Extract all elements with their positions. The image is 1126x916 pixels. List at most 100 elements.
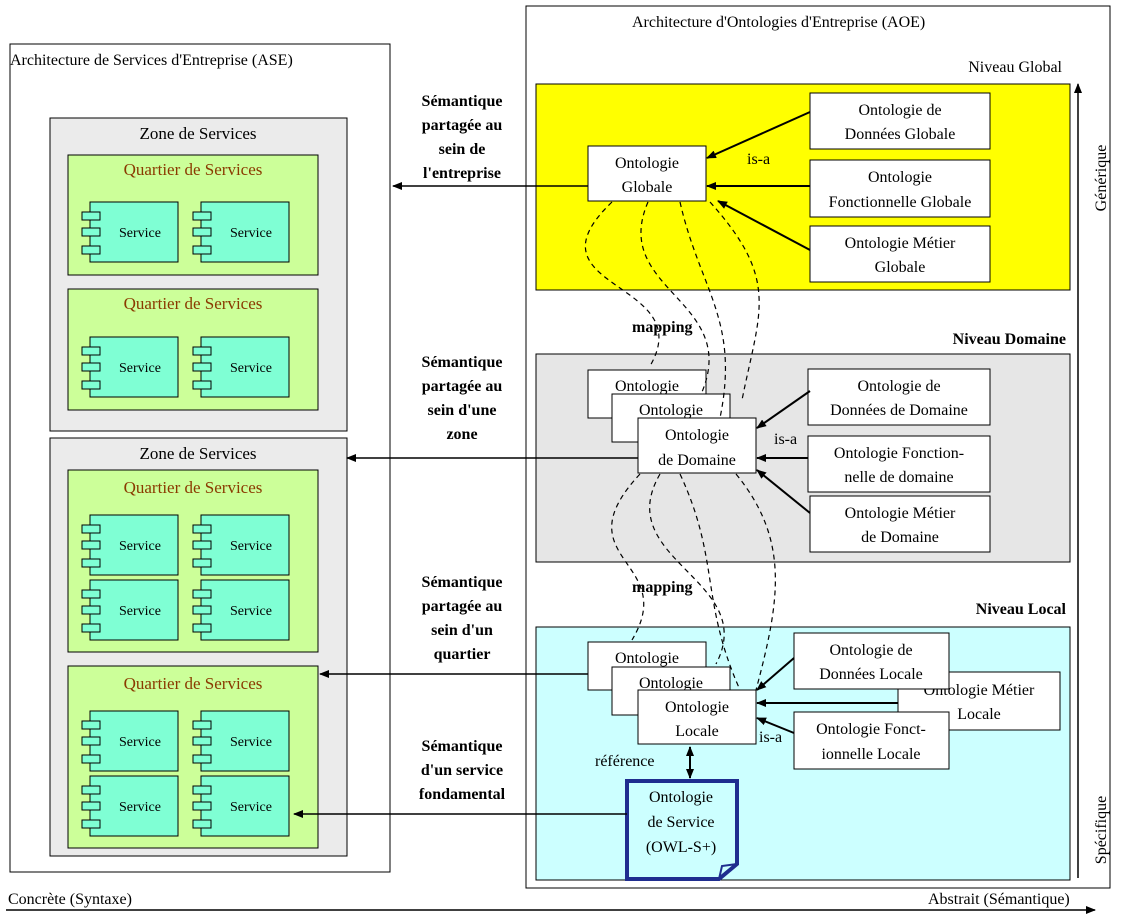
component-port-icon bbox=[81, 736, 101, 746]
svg-text:Globale: Globale bbox=[875, 259, 926, 276]
component-port-icon bbox=[192, 801, 212, 811]
ontologie-donnees-globale: Ontologie de Données Globale bbox=[809, 92, 991, 150]
component-port-icon bbox=[192, 211, 212, 221]
service-label: Service bbox=[230, 226, 272, 241]
semantique-service: Sémantique d'un service fondamental bbox=[419, 738, 506, 803]
ontologie-metier-globale: Ontologie Métier Globale bbox=[809, 225, 991, 283]
component-port-icon bbox=[192, 819, 212, 829]
isa-domaine: is-a bbox=[774, 431, 797, 448]
reference-label: référence bbox=[595, 753, 655, 770]
semantique-entreprise: Sémantique partagée au sein de l'entrepr… bbox=[422, 93, 503, 182]
ontologie-donnees-domaine: Ontologie de Données de Domaine bbox=[807, 368, 991, 426]
isa-local: is-a bbox=[759, 729, 782, 746]
service-component: Service bbox=[192, 514, 290, 576]
component-port-icon bbox=[192, 785, 212, 795]
component-port-icon bbox=[192, 380, 212, 390]
component-port-icon bbox=[192, 623, 212, 633]
component-port-icon bbox=[81, 589, 101, 599]
svg-text:Ontologie: Ontologie bbox=[615, 378, 679, 395]
quartier-title: Quartier de Services bbox=[124, 478, 263, 497]
niveau-local-label: Niveau Local bbox=[976, 601, 1067, 618]
component-port-icon bbox=[192, 245, 212, 255]
ontologie-fonctionnelle-locale: Ontologie Fonct- ionnelle Locale bbox=[793, 711, 950, 770]
component-port-icon bbox=[192, 540, 212, 550]
niveau-domaine-label: Niveau Domaine bbox=[953, 331, 1066, 348]
zone-1-title: Zone de Services bbox=[139, 124, 256, 143]
service-component: Service bbox=[192, 579, 290, 641]
ase-title: Architecture de Services d'Entreprise (A… bbox=[10, 52, 293, 69]
svg-text:l'entreprise: l'entreprise bbox=[423, 165, 501, 182]
mapping-label-top: mapping bbox=[632, 319, 692, 336]
svg-text:Ontologie Métier: Ontologie Métier bbox=[924, 682, 1035, 699]
axis-generique: Générique bbox=[1093, 145, 1110, 212]
svg-text:Ontologie Métier: Ontologie Métier bbox=[845, 235, 956, 252]
svg-text:Ontologie: Ontologie bbox=[665, 699, 729, 716]
ontologie-metier-domaine: Ontologie Métier de Domaine bbox=[809, 495, 991, 553]
service-component: Service bbox=[192, 710, 290, 772]
svg-text:partagée au: partagée au bbox=[422, 117, 503, 134]
component-port-icon bbox=[81, 785, 101, 795]
service-component: Service bbox=[81, 579, 179, 641]
svg-text:Données Locale: Données Locale bbox=[819, 666, 923, 683]
component-port-icon bbox=[192, 346, 212, 356]
component-port-icon bbox=[81, 362, 101, 372]
service-label: Service bbox=[119, 361, 161, 376]
ontologie-fonctionnelle-globale: Ontologie Fonctionnelle Globale bbox=[809, 159, 991, 218]
component-port-icon bbox=[192, 754, 212, 764]
svg-text:Données Globale: Données Globale bbox=[845, 126, 956, 143]
svg-text:zone: zone bbox=[446, 426, 477, 443]
service-component: Service bbox=[81, 710, 179, 772]
component-port-icon bbox=[81, 245, 101, 255]
semantique-quartier: Sémantique partagée au sein d'un quartie… bbox=[422, 574, 503, 663]
ontologie-fonctionnelle-domaine: Ontologie Fonction- nelle de domaine bbox=[807, 435, 991, 493]
component-port-icon bbox=[192, 227, 212, 237]
service-label: Service bbox=[119, 735, 161, 750]
component-port-icon bbox=[192, 720, 212, 730]
service-label: Service bbox=[230, 361, 272, 376]
service-label: Service bbox=[230, 800, 272, 815]
svg-text:partagée au: partagée au bbox=[422, 378, 503, 395]
ontologie-de-domaine: Ontologie de Domaine bbox=[637, 417, 757, 474]
svg-text:Ontologie: Ontologie bbox=[665, 427, 729, 444]
service-component: Service bbox=[192, 201, 290, 263]
service-label: Service bbox=[119, 226, 161, 241]
svg-text:Ontologie: Ontologie bbox=[615, 650, 679, 667]
svg-text:de Domaine: de Domaine bbox=[658, 452, 736, 469]
component-port-icon bbox=[192, 605, 212, 615]
svg-text:sein d'un: sein d'un bbox=[431, 622, 493, 639]
service-label: Service bbox=[119, 800, 161, 815]
component-port-icon bbox=[192, 558, 212, 568]
mapping-label-bottom: mapping bbox=[632, 579, 692, 596]
service-component: Service bbox=[192, 775, 290, 837]
component-port-icon bbox=[81, 540, 101, 550]
component-port-icon bbox=[81, 558, 101, 568]
svg-text:Sémantique: Sémantique bbox=[422, 93, 503, 110]
component-port-icon bbox=[81, 720, 101, 730]
component-port-icon bbox=[81, 524, 101, 534]
svg-text:Globale: Globale bbox=[622, 179, 673, 196]
service-label: Service bbox=[230, 735, 272, 750]
component-port-icon bbox=[81, 819, 101, 829]
component-port-icon bbox=[81, 623, 101, 633]
service-component: Service bbox=[81, 514, 179, 576]
service-component: Service bbox=[81, 336, 179, 398]
zone-2-title: Zone de Services bbox=[139, 444, 256, 463]
svg-text:ionnelle Locale: ionnelle Locale bbox=[821, 746, 920, 763]
component-port-icon bbox=[192, 589, 212, 599]
component-port-icon bbox=[81, 801, 101, 811]
service-component: Service bbox=[81, 201, 179, 263]
ontologie-locale: Ontologie Locale bbox=[637, 689, 757, 745]
service-label: Service bbox=[119, 604, 161, 619]
svg-text:Ontologie Fonction-: Ontologie Fonction- bbox=[834, 445, 964, 462]
svg-text:Ontologie Métier: Ontologie Métier bbox=[845, 505, 956, 522]
isa-global: is-a bbox=[747, 151, 770, 168]
quartier-title: Quartier de Services bbox=[124, 294, 263, 313]
service-label: Service bbox=[230, 604, 272, 619]
ontologie-de-service: Ontologie de Service (OWL-S+) bbox=[625, 779, 739, 881]
service-component: Service bbox=[192, 336, 290, 398]
component-port-icon bbox=[81, 605, 101, 615]
svg-text:partagée au: partagée au bbox=[422, 598, 503, 615]
svg-text:(OWL-S+): (OWL-S+) bbox=[646, 839, 716, 856]
svg-text:Ontologie Fonct-: Ontologie Fonct- bbox=[816, 721, 926, 738]
ontologie-globale: Ontologie Globale bbox=[587, 145, 707, 202]
